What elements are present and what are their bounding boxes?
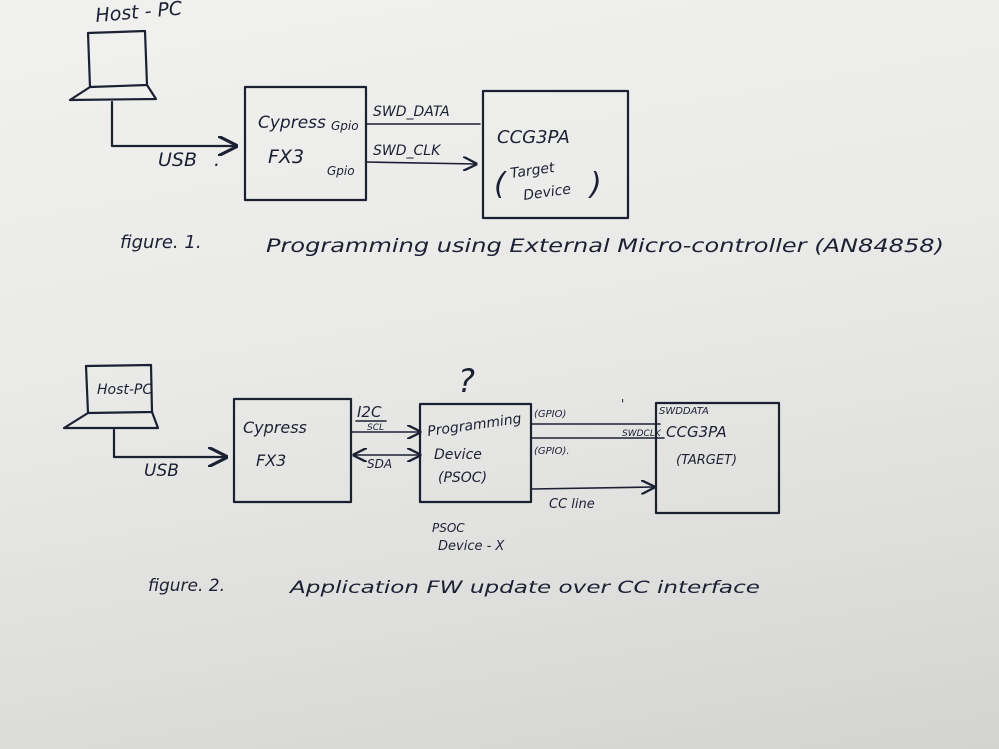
figure-1: Host - PC USB . Cypress FX3 Gpio Gpio SW… xyxy=(68,0,944,257)
fig2-programming-line1: Programming xyxy=(426,411,522,440)
fig2-caption-text: Application FW update over CC interface xyxy=(289,578,760,598)
fig1-usb-label: USB xyxy=(158,149,197,171)
fig2-swddata-label: SWDDATA xyxy=(659,406,709,417)
fig1-caption-prefix: figure. 1. xyxy=(120,232,202,253)
fig2-target-box xyxy=(654,401,781,515)
fig1-swd-data-label: SWD_DATA xyxy=(373,104,450,120)
fig2-fx3-box xyxy=(232,397,353,504)
fig2-usb-arrow xyxy=(112,428,226,457)
fig1-usb-arrow xyxy=(110,100,236,146)
fig1-target-paren-open: ( xyxy=(494,167,507,202)
fig2-fx3-line1: Cypress xyxy=(243,418,307,437)
fig2-gpio2: (GPIO). xyxy=(534,446,570,457)
fig1-fx3-line1: Cypress xyxy=(258,113,326,133)
fig2-caption-prefix: figure. 2. xyxy=(148,576,225,596)
fig1-fx3-line2: FX3 xyxy=(268,146,304,168)
fig2-host-label: Host-PC xyxy=(97,382,152,398)
fig1-target-box xyxy=(481,89,630,220)
fig1-caption-text: Programming using External Micro-control… xyxy=(266,235,944,257)
fig1-target-paren-close: ) xyxy=(588,167,602,202)
fig2-programming-box xyxy=(418,402,533,504)
fig1-swd-clk-label: SWD_CLK xyxy=(373,143,442,159)
fig2-usb-label: USB xyxy=(144,461,179,481)
fig1-host-label: Host - PC xyxy=(95,0,184,27)
fig1-swd-clk-arrow xyxy=(365,162,476,164)
fig1-fx3-box xyxy=(243,85,368,202)
fig2-target-line2: (TARGET) xyxy=(676,453,737,468)
fig1-usb-dot: . xyxy=(214,149,220,171)
fig2-sda-label: SDA xyxy=(367,457,392,471)
fig2-psoc-note-line1: PSOC xyxy=(432,521,465,535)
fig2-cc-line-label: CC line xyxy=(549,497,595,512)
fig1-gpio1: Gpio xyxy=(331,119,359,133)
fig2-psoc-note-line2: Device - X xyxy=(438,539,505,554)
fig2-question-mark: ? xyxy=(458,362,475,400)
fig2-target-line1: CCG3PA xyxy=(666,423,727,441)
fig2-programming-line3: (PSOC) xyxy=(438,470,487,486)
fig2-programming-line2: Device xyxy=(434,447,482,463)
fig2-cc-line-arrow xyxy=(530,487,654,489)
fig2-swdclk-label: SWDCLK xyxy=(622,429,662,439)
fig2-i2c-label: I2C xyxy=(357,403,382,421)
fig2-stray-mark: ' xyxy=(621,397,624,411)
fig1-gpio2: Gpio xyxy=(327,164,355,178)
fig2-scl-label: SCL xyxy=(367,423,384,433)
fig1-laptop-icon xyxy=(68,29,158,102)
fig2-gpio1: (GPIO) xyxy=(534,409,566,420)
fig2-laptop-icon xyxy=(62,363,160,430)
figure-2: Host-PC USB Cypress FX3 I2C SCL SDA ? Pr… xyxy=(62,362,781,598)
fig1-target-line1: CCG3PA xyxy=(497,127,570,148)
fig1-target-line2: Target xyxy=(509,160,556,182)
fig2-fx3-line2: FX3 xyxy=(256,451,286,470)
fig1-target-line3: Device xyxy=(522,181,572,204)
